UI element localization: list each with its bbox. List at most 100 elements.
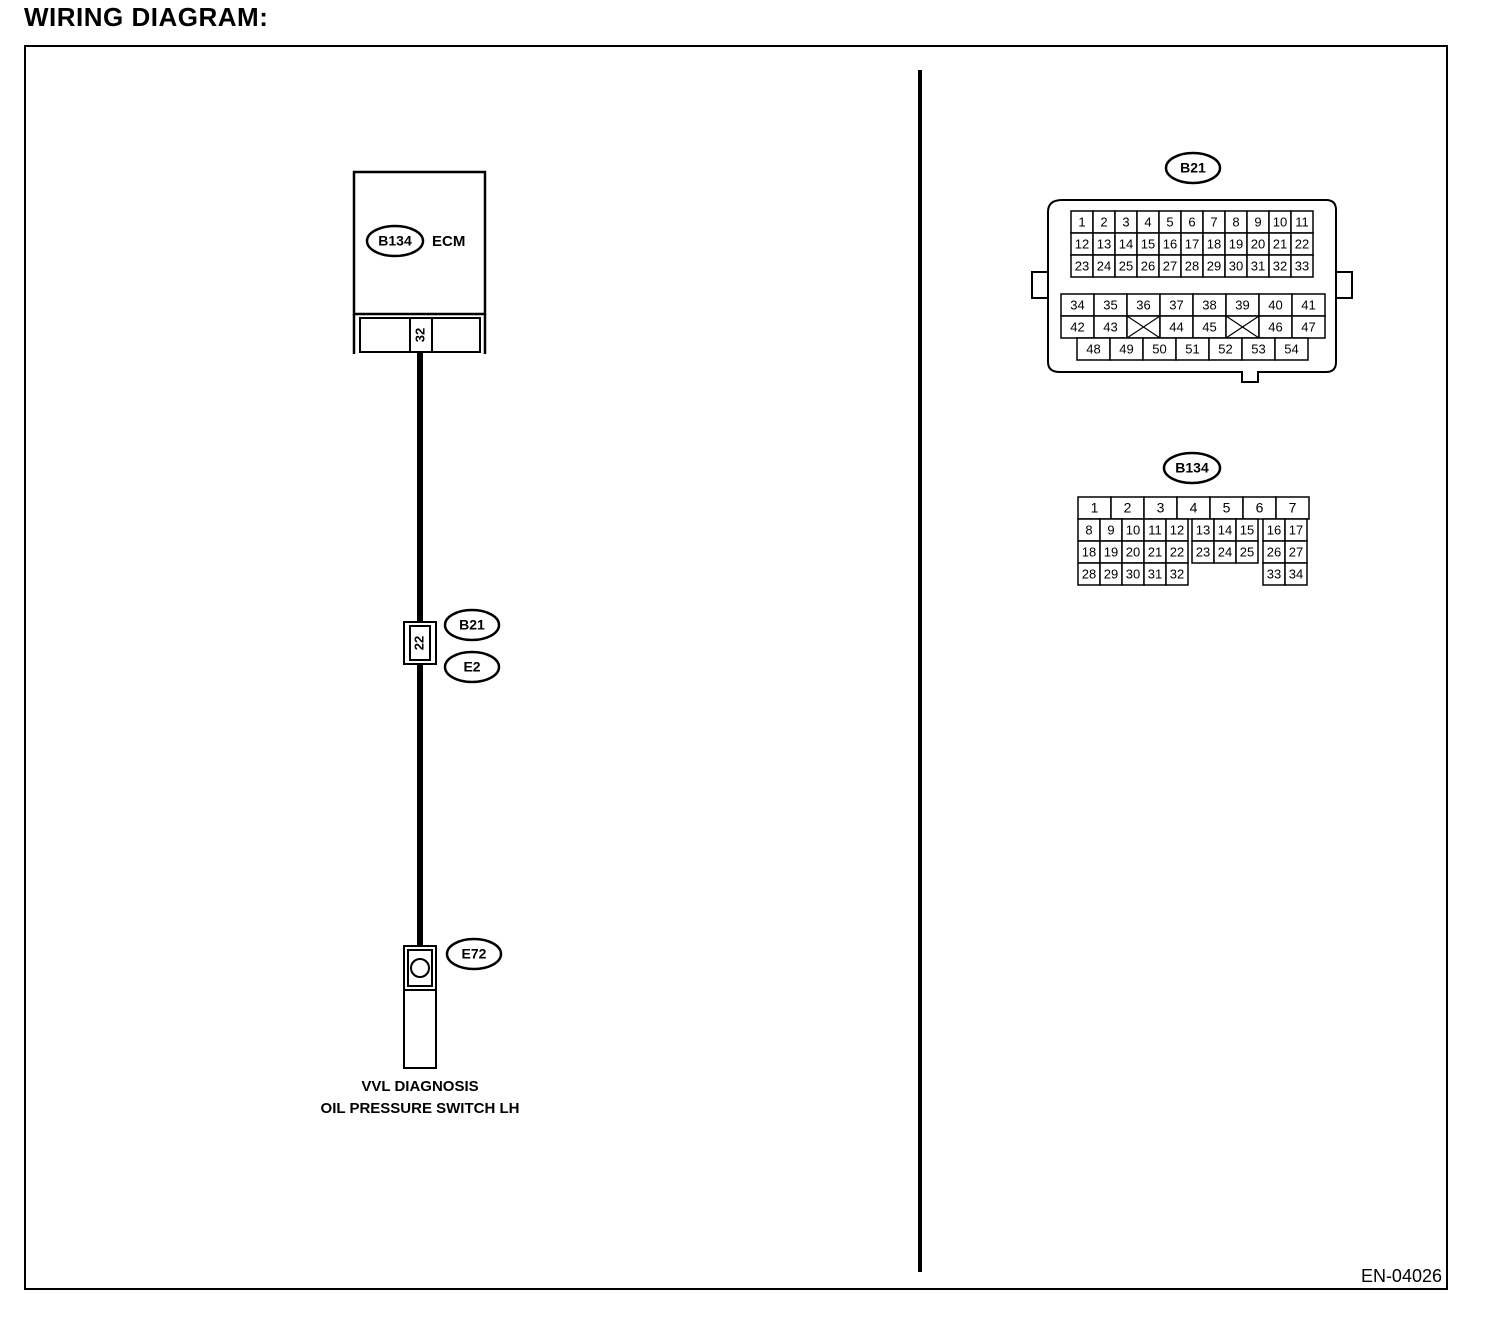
ecm-connector-badge [365,224,425,258]
pin-number: 30 [1126,566,1140,581]
pin-cell: 45 [1192,315,1227,339]
pin-cell: 2 [1110,496,1145,520]
pin-number: 12 [1075,236,1089,251]
pin-cell: 25 [1114,254,1138,278]
b21-view-badge [1164,151,1222,185]
pin-cell: 12 [1165,518,1189,542]
pin-cell [1225,315,1260,339]
b134-view-label: B134 [1175,460,1209,476]
pin-number: 50 [1152,341,1166,356]
pin-number: 3 [1122,214,1129,229]
pin-cell: 23 [1070,254,1094,278]
pin-number: 5 [1166,214,1173,229]
pin-number: 42 [1070,319,1084,334]
pin-cell: 42 [1060,315,1095,339]
pin-number: 16 [1267,522,1281,537]
pin-cell: 26 [1136,254,1160,278]
pin-number: 9 [1107,522,1114,537]
pin-cell: 48 [1076,337,1111,361]
pin-number: 34 [1289,566,1303,581]
pin-cell: 49 [1109,337,1144,361]
oil-pressure-switch: E72 [403,937,503,1069]
pin-number: 17 [1185,236,1199,251]
pin-cell: 22 [1290,232,1314,256]
pin-number: 20 [1251,236,1265,251]
pin-number: 13 [1196,522,1210,537]
pin-number: 23 [1196,544,1210,559]
pin-number: 10 [1126,522,1140,537]
pin-cell: 38 [1192,293,1227,317]
pin-cell: 23 [1191,540,1215,564]
pin-number: 27 [1163,258,1177,273]
pin-number: 51 [1185,341,1199,356]
pin-number: 34 [1070,297,1084,312]
pin-cell: 1 [1077,496,1112,520]
pin-cell: 8 [1224,210,1248,234]
pin-cell: 8 [1077,518,1101,542]
pin-number: 19 [1229,236,1243,251]
pin-cell: 50 [1142,337,1177,361]
ecm-connector-label: B134 [378,233,412,249]
pin-number: 14 [1218,522,1232,537]
pin-number: 27 [1289,544,1303,559]
pin-cell: 18 [1202,232,1226,256]
pin-cell: 7 [1202,210,1226,234]
pin-number: 7 [1289,500,1297,516]
pin-cell: 4 [1136,210,1160,234]
pin-number: 37 [1169,297,1183,312]
pin-cell: 53 [1241,337,1276,361]
pin-number: 2 [1100,214,1107,229]
pin-cell: 28 [1077,562,1101,586]
pin-number: 38 [1202,297,1216,312]
pin-cell: 33 [1262,562,1286,586]
pin-cell: 39 [1225,293,1260,317]
pin-number: 3 [1157,500,1165,516]
pin-cell: 9 [1099,518,1123,542]
pin-cell: 14 [1114,232,1138,256]
switch-caption: VVL DIAGNOSIS OIL PRESSURE SWITCH LH [300,1076,540,1120]
pin-cell: 31 [1143,562,1167,586]
pin-number: 8 [1085,522,1092,537]
pin-cell: 29 [1202,254,1226,278]
pin-cell: 20 [1121,540,1145,564]
pin-cell: 16 [1262,518,1286,542]
pin-cell: 24 [1092,254,1116,278]
pin-cell: 34 [1284,562,1308,586]
b21-connector-badge [443,608,501,642]
pin-number: 24 [1097,258,1111,273]
pin-cell: 24 [1213,540,1237,564]
pin-number: 28 [1082,566,1096,581]
pin-number: 31 [1251,258,1265,273]
pin-number: 6 [1256,500,1264,516]
pin-cell: 15 [1136,232,1160,256]
pin-number: 26 [1267,544,1281,559]
pin-number: 18 [1082,544,1096,559]
pin-cell: 14 [1213,518,1237,542]
pin-number: 20 [1126,544,1140,559]
pin-number: 13 [1097,236,1111,251]
pin-number: 46 [1268,319,1282,334]
pin-cell: 40 [1258,293,1293,317]
pin-cell: 46 [1258,315,1293,339]
pin-cell: 28 [1180,254,1204,278]
pin-number: 32 [1273,258,1287,273]
joint-pin: 22 [411,636,426,650]
pin-cell [1126,315,1161,339]
pin-cell: 12 [1070,232,1094,256]
pin-number: 19 [1104,544,1118,559]
pin-number: 41 [1301,297,1315,312]
pin-cell: 33 [1290,254,1314,278]
pin-number: 21 [1273,236,1287,251]
diagram-frame [24,45,1448,1290]
pin-number: 5 [1223,500,1231,516]
switch-caption-line1: VVL DIAGNOSIS [361,1078,479,1095]
pin-number: 35 [1103,297,1117,312]
pin-number: 2 [1124,500,1132,516]
pin-number: 25 [1119,258,1133,273]
pin-cell: 25 [1235,540,1259,564]
pin-cell: 11 [1143,518,1167,542]
switch-caption-line2: OIL PRESSURE SWITCH LH [320,1100,520,1117]
pin-cell: 4 [1176,496,1211,520]
